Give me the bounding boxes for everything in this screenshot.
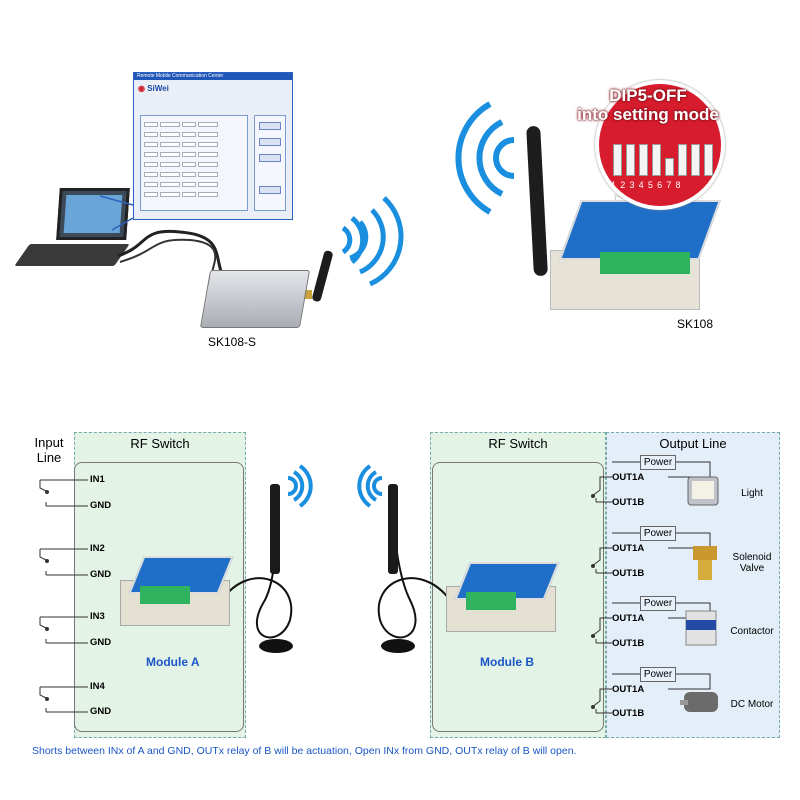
output-a-label: OUT1A xyxy=(612,472,645,483)
output-line-header: Output Line xyxy=(659,436,727,451)
siwei-brand-text: SiWei xyxy=(147,84,169,93)
solenoid-valve-label: Solenoid Valve xyxy=(732,552,772,574)
output-b-label: OUT1B xyxy=(612,708,645,719)
output-b-label: OUT1B xyxy=(612,497,645,508)
software-title-bar: Remote Mobile Communication Center xyxy=(134,73,292,80)
light-device-label: Light xyxy=(741,488,763,499)
rf-switch-right-header: RF Switch xyxy=(488,436,548,451)
input-line-header: Input Line xyxy=(34,435,64,465)
input-gnd1-label: GND xyxy=(90,500,112,511)
dip-title-line2: into setting mode xyxy=(577,105,719,124)
module-a-device xyxy=(114,556,234,636)
software-window: Remote Mobile Communication Center ◉ SiW… xyxy=(133,72,293,220)
sk108-label: SK108 xyxy=(677,317,714,331)
input-in4-label: IN4 xyxy=(90,681,105,692)
siwei-logo: ◉ SiWei xyxy=(138,84,169,93)
module-b-device xyxy=(440,562,560,642)
sk108-s-label: SK108-S xyxy=(208,335,257,349)
software-button[interactable] xyxy=(259,186,281,194)
input-gnd3-label: GND xyxy=(90,637,112,648)
dip-numbers: 12345678 xyxy=(611,180,685,190)
dc-motor-label: DC Motor xyxy=(730,699,774,710)
sk108-device xyxy=(540,190,721,320)
software-side-panel xyxy=(254,115,286,211)
software-channel-panel xyxy=(140,115,248,211)
rf-switch-inner-left xyxy=(74,462,244,732)
module-a-label: Module A xyxy=(146,655,200,669)
contactor-label: Contactor xyxy=(730,626,774,637)
power-box: Power xyxy=(640,596,676,611)
footer-note: Shorts between INx of A and GND, OUTx re… xyxy=(32,745,577,757)
output-a-label: OUT1A xyxy=(612,543,645,554)
module-b-label: Module B xyxy=(480,655,534,669)
software-button[interactable] xyxy=(259,154,281,162)
software-button[interactable] xyxy=(259,138,281,146)
input-gnd2-label: GND xyxy=(90,569,112,580)
output-b-label: OUT1B xyxy=(612,638,645,649)
dip-title-line1: DIP5-OFF xyxy=(609,86,687,105)
output-a-label: OUT1A xyxy=(612,684,645,695)
input-in1-label: IN1 xyxy=(90,474,105,485)
output-a-label: OUT1A xyxy=(612,613,645,624)
power-box: Power xyxy=(640,526,676,541)
software-button[interactable] xyxy=(259,122,281,130)
power-box: Power xyxy=(640,455,676,470)
rf-switch-inner-right xyxy=(432,462,604,732)
input-gnd4-label: GND xyxy=(90,706,112,717)
output-b-label: OUT1B xyxy=(612,568,645,579)
input-in3-label: IN3 xyxy=(90,611,105,622)
rf-switch-left-header: RF Switch xyxy=(130,436,190,451)
dip-setting-title: DIP5-OFF into setting mode xyxy=(568,86,728,124)
input-in2-label: IN2 xyxy=(90,543,105,554)
power-box: Power xyxy=(640,667,676,682)
dip-switch-closeup: 12345678 xyxy=(595,80,725,210)
